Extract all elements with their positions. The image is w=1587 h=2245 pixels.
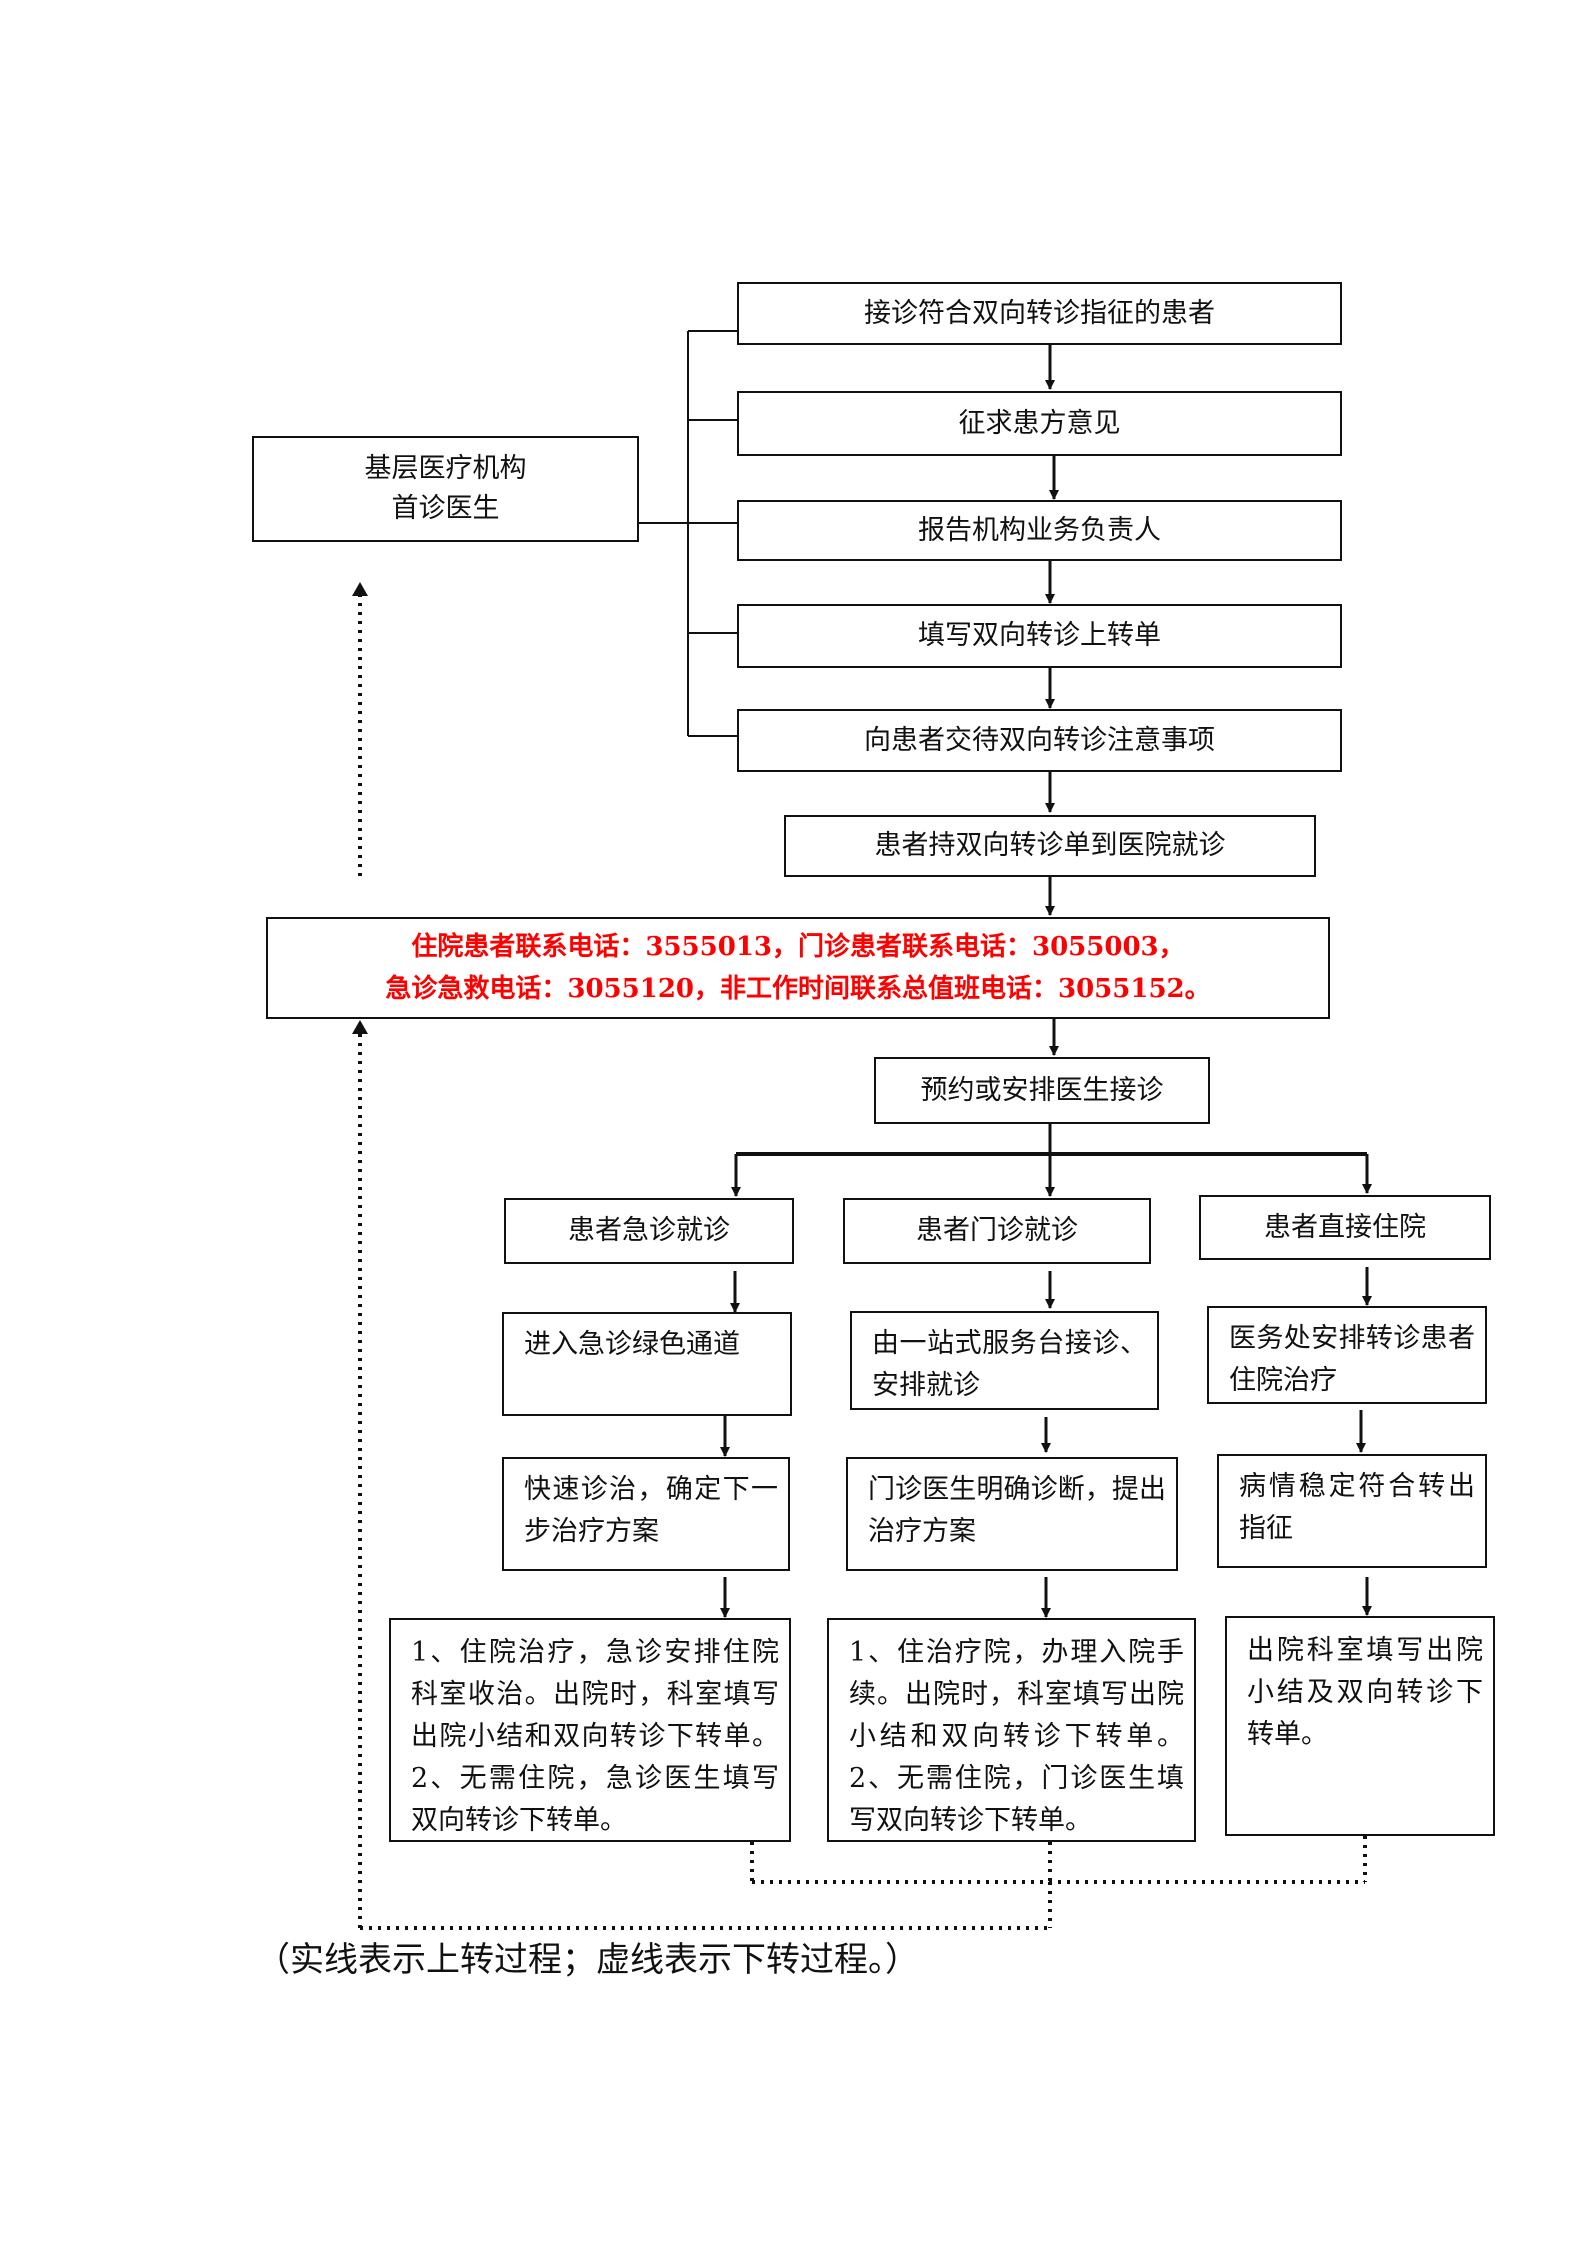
emergency-step1-box: 进入急诊绿色通道	[502, 1312, 792, 1416]
emergency-step3-box: 1、住院治疗，急诊安排住院科室收治。出院时，科室填写出院小结和双向转诊下转单。 …	[389, 1618, 791, 1842]
step-receive-patient: 接诊符合双向转诊指征的患者	[737, 282, 1342, 345]
step-report-head-label: 报告机构业务负责人	[918, 514, 1161, 546]
appointment-box: 预约或安排医生接诊	[874, 1057, 1210, 1124]
step-visit-hospital-label: 患者持双向转诊单到医院就诊	[874, 830, 1226, 861]
step-report-head: 报告机构业务负责人	[737, 500, 1342, 561]
contact-line2: 急诊急救电话：3055120，非工作时间联系总值班电话：3055152。	[385, 974, 1211, 1004]
emergency-step2-box: 快速诊治，确定下一步治疗方案	[502, 1457, 790, 1571]
legend-note: （实线表示上转过程；虚线表示下转过程。）	[256, 1940, 919, 1980]
dotted-return-lines	[358, 592, 1367, 1930]
outpatient-title-box: 患者门诊就诊	[843, 1198, 1151, 1264]
inpatient-step2-text: 病情稳定符合转出指征	[1239, 1471, 1475, 1544]
inpatient-step3-box: 出院科室填写出院小结及双向转诊下转单。	[1225, 1616, 1495, 1836]
contact-info-box: 住院患者联系电话：3555013，门诊患者联系电话：3055003， 急诊急救电…	[266, 917, 1330, 1019]
outpatient-step3-para1: 1、住治疗院，办理入院手续。出院时，科室填写出院小结和双向转诊下转单。	[849, 1637, 1184, 1752]
bracket-connector	[639, 330, 738, 737]
step-explain-notes: 向患者交待双向转诊注意事项	[737, 709, 1342, 772]
inpatient-step2-box: 病情稳定符合转出指征	[1217, 1454, 1487, 1568]
step-seek-opinion: 征求患方意见	[737, 391, 1342, 456]
outpatient-step3-box: 1、住治疗院，办理入院手续。出院时，科室填写出院小结和双向转诊下转单。 2、无需…	[827, 1618, 1196, 1842]
primary-doctor-line2: 首诊医生	[391, 493, 500, 524]
primary-doctor-box: 基层医疗机构 首诊医生	[252, 436, 639, 542]
step-visit-hospital: 患者持双向转诊单到医院就诊	[784, 815, 1316, 877]
step-receive-patient-label: 接诊符合双向转诊指征的患者	[864, 297, 1215, 329]
inpatient-step1-box: 医务处安排转诊患者住院治疗	[1207, 1306, 1487, 1404]
step-fill-upward-form-label: 填写双向转诊上转单	[918, 620, 1161, 651]
step-fill-upward-form: 填写双向转诊上转单	[737, 604, 1342, 668]
emergency-step3-para2: 2、无需住院，急诊医生填写双向转诊下转单。	[411, 1763, 779, 1836]
outpatient-step1-box: 由一站式服务台接诊、安排就诊	[850, 1311, 1159, 1410]
outpatient-step2-text: 门诊医生明确诊断，提出治疗方案	[868, 1474, 1166, 1547]
inpatient-step1-text: 医务处安排转诊患者住院治疗	[1229, 1323, 1475, 1396]
solid-arrows	[720, 345, 1372, 1618]
step-explain-notes-label: 向患者交待双向转诊注意事项	[864, 724, 1215, 756]
emergency-step1-text: 进入急诊绿色通道	[524, 1329, 740, 1360]
outpatient-step1-text: 由一站式服务台接诊、安排就诊	[872, 1328, 1147, 1401]
inpatient-title-box: 患者直接住院	[1199, 1195, 1491, 1260]
emergency-step3-para1: 1、住院治疗，急诊安排住院科室收治。出院时，科室填写出院小结和双向转诊下转单。	[411, 1637, 779, 1752]
inpatient-title: 患者直接住院	[1264, 1211, 1426, 1243]
outpatient-step2-box: 门诊医生明确诊断，提出治疗方案	[846, 1457, 1178, 1571]
appointment-label: 预约或安排医生接诊	[920, 1074, 1164, 1106]
emergency-title-box: 患者急诊就诊	[504, 1198, 794, 1264]
emergency-step2-text: 快速诊治，确定下一步治疗方案	[524, 1474, 778, 1547]
primary-doctor-line1: 基层医疗机构	[364, 453, 527, 484]
step-seek-opinion-label: 征求患方意见	[958, 407, 1121, 439]
inpatient-step3-text: 出院科室填写出院小结及双向转诊下转单。	[1247, 1635, 1483, 1750]
outpatient-title: 患者门诊就诊	[916, 1215, 1078, 1246]
emergency-title: 患者急诊就诊	[568, 1215, 730, 1246]
dotted-arrowheads	[352, 582, 368, 1034]
contact-line1: 住院患者联系电话：3555013，门诊患者联系电话：3055003，	[411, 932, 1185, 962]
outpatient-step3-para2: 2、无需住院，门诊医生填写双向转诊下转单。	[849, 1763, 1184, 1836]
